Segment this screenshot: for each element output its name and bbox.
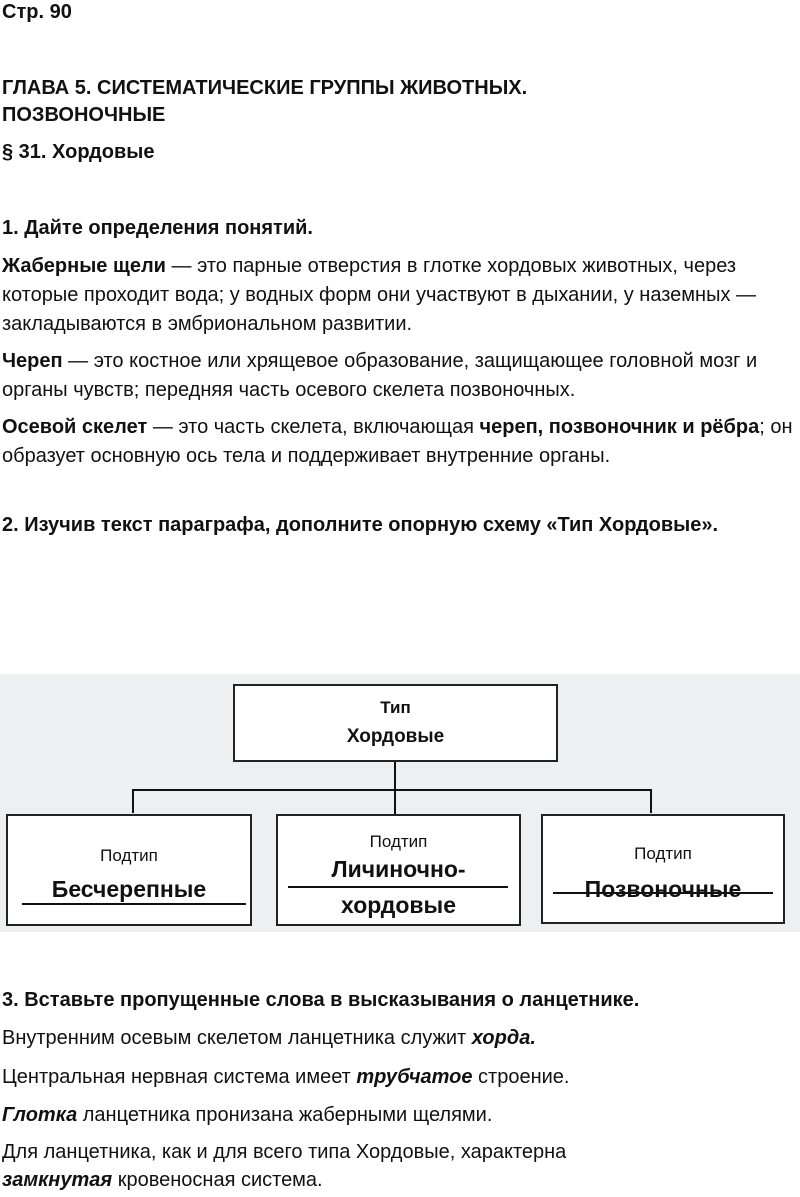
term: Осевой скелет xyxy=(2,416,148,438)
root-line1: Тип xyxy=(380,698,411,717)
questions-1-2-text: 1. Дайте определения понятий. Жаберные щ… xyxy=(2,214,800,548)
definition-text: — это часть скелета, включающая xyxy=(147,416,480,438)
connector xyxy=(132,789,652,791)
subtype-answer: Позвоночные xyxy=(584,876,742,902)
subtype-box-vertebrata: Подтип Позвоночные xyxy=(541,814,785,924)
connector xyxy=(132,789,134,813)
answer-underline xyxy=(22,903,246,905)
statement-text: строение. xyxy=(472,1066,570,1088)
definition-text: — это парные отверстия в глотке хордовых… xyxy=(2,255,757,335)
answer-underline xyxy=(288,886,508,888)
connector xyxy=(650,789,652,813)
statement-4-line2: замкнутая кровеносная система. xyxy=(2,1166,323,1195)
definition-gill-slits: Жаберные щели — это парные отверстия в г… xyxy=(2,252,800,339)
connector xyxy=(394,762,396,814)
subtype-label: Подтип xyxy=(100,846,158,865)
chapter-title-line2: ПОЗВОНОЧНЫЕ xyxy=(2,104,166,126)
term: Жаберные щели xyxy=(2,255,166,277)
root-box: Тип Хордовые xyxy=(233,684,558,762)
statement-2: Центральная нервная система имеет трубча… xyxy=(2,1063,569,1092)
statement-1: Внутренним осевым скелетом ланцетника сл… xyxy=(2,1024,536,1053)
subtype-answer-line1: Личиночно- xyxy=(331,856,466,882)
chapter-title-line1: ГЛАВА 5. СИСТЕМАТИЧЕСКИЕ ГРУППЫ ЖИВОТНЫХ… xyxy=(2,77,528,99)
answer-strike-line xyxy=(553,892,773,894)
page-label: Стр. 90 xyxy=(2,1,72,23)
q2-title: 2. Изучив текст параграфа, дополните опо… xyxy=(2,514,719,536)
q3-title: 3. Вставьте пропущенные слова в высказыв… xyxy=(2,989,640,1011)
subtype-answer: Бесчерепные xyxy=(51,876,207,902)
subtype-label: Подтип xyxy=(634,844,692,863)
statement-text: ланцетника пронизана жаберными щелями. xyxy=(77,1104,493,1126)
definition-skull: Череп — это костное или хрящевое образов… xyxy=(2,347,800,405)
definition-bold: череп, позвоночник и рёбра xyxy=(479,416,760,438)
definition-text: — это костное или хрящевое образование, … xyxy=(2,350,758,401)
root-line2: Хордовые xyxy=(346,726,445,747)
statement-3: Глотка ланцетника пронизана жаберными ще… xyxy=(2,1101,492,1130)
subtype-box-acrania: Подтип Бесчерепные xyxy=(6,814,252,926)
definition-tail: ; он образует основную ось тела и поддер… xyxy=(2,416,793,467)
answer: трубчатое xyxy=(356,1066,473,1088)
answer: Глотка xyxy=(2,1104,78,1126)
statement-text: Внутренним осевым скелетом ланцетника сл… xyxy=(2,1027,472,1049)
term: Череп xyxy=(2,350,63,372)
statement-4-line1: Для ланцетника, как и для всего типа Хор… xyxy=(2,1141,567,1163)
subtype-box-urochordata: Подтип Личиночно- хордовые xyxy=(276,814,521,926)
subtype-answer-line2: хордовые xyxy=(341,892,456,918)
subtype-label: Подтип xyxy=(369,832,428,851)
chordata-diagram: Тип Хордовые Подтип Бесчерепные Подтип Л… xyxy=(0,674,800,932)
answer: замкнутая xyxy=(2,1169,113,1191)
statement-text: кровеносная система. xyxy=(112,1169,323,1191)
q1-title: 1. Дайте определения понятий. xyxy=(2,217,313,239)
statement-text: Центральная нервная система имеет xyxy=(2,1066,357,1088)
section-title: § 31. Хордовые xyxy=(2,141,155,163)
answer: хорда. xyxy=(471,1027,536,1049)
definition-axial-skeleton: Осевой скелет — это часть скелета, включ… xyxy=(2,413,800,471)
